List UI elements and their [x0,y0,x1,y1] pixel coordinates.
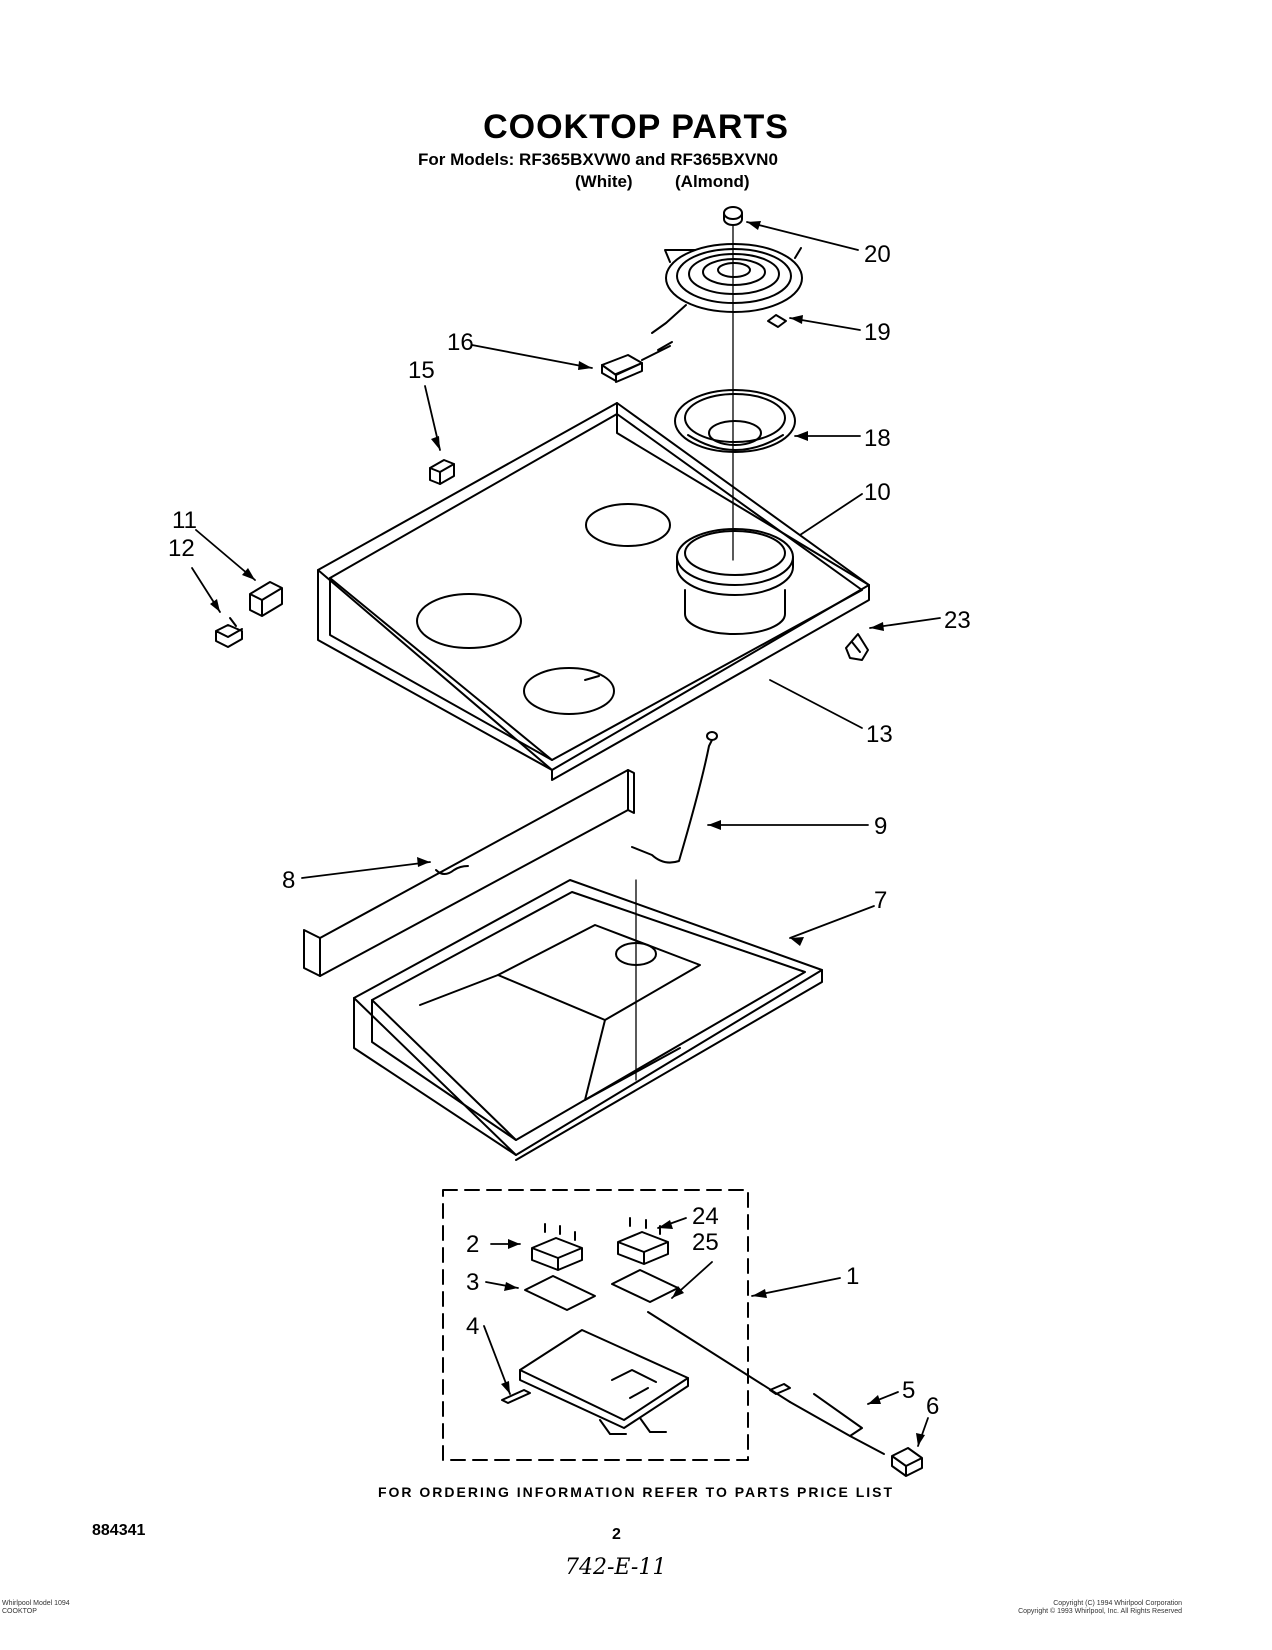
models-line: For Models: RF365BXVW0 and RF365BXVN0 [418,150,778,169]
callout-19: 19 [864,319,891,346]
clip-part-15 [429,459,455,485]
label-part-4 [501,1389,531,1404]
callout-25: 25 [692,1229,719,1256]
callout-11: 11 [172,507,197,534]
handwritten-note: 742-E-11 [565,1555,667,1580]
leader-10 [799,493,863,536]
color-white: (White) [575,172,633,191]
callout-7: 7 [874,887,887,914]
leader-1 [751,1277,841,1297]
callout-20: 20 [864,241,891,268]
document-number: 884341 [92,1522,146,1539]
callout-10: 10 [864,479,891,506]
callout-12: 12 [168,535,195,562]
page-number: 2 [612,1526,621,1543]
callout-24: 24 [692,1203,719,1230]
callout-4: 4 [466,1313,479,1340]
leader-13 [769,679,863,729]
callout-16: 16 [447,329,474,356]
callout-5: 5 [902,1377,915,1404]
hinge-bracket-part-11 [249,581,283,617]
front-bracket-part-8 [303,769,635,977]
insulator-part-25 [611,1269,679,1303]
cooktop-part-13 [317,402,870,781]
switch-kit-box [442,1189,749,1461]
callout-13: 13 [866,721,893,748]
drip-bowl-part-18 [674,389,796,453]
arrowheads [210,221,925,1446]
callout-6: 6 [926,1393,939,1420]
infinite-switch-part-24 [617,1217,669,1265]
support-rod-part-9 [631,731,718,864]
page-title: COOKTOP PARTS [483,108,789,146]
leader-16 [471,344,593,369]
copyright-note: Copyright (C) 1994 Whirlpool Corporation… [1018,1600,1182,1615]
knob-part-20 [723,206,743,226]
bottom-left-note: Whirlpool Model 1094 COOKTOP [2,1600,70,1615]
infinite-switch-part-2 [531,1223,583,1271]
control-bracket-part-1 [519,1329,689,1435]
callout-8: 8 [282,867,295,894]
burner-box-part-7 [353,879,823,1161]
callout-2: 2 [466,1231,479,1258]
callout-15: 15 [408,357,435,384]
leader-8 [301,861,431,879]
terminal-block-part-16 [601,341,673,383]
callout-1: 1 [846,1263,859,1290]
leader-7 [789,905,875,939]
leader-lines [191,221,941,1447]
wire-harness-part-5 [647,1311,885,1455]
color-almond: (Almond) [675,172,750,191]
screw-part-12 [215,617,243,648]
callout-23: 23 [944,607,971,634]
insulator-part-3 [524,1275,596,1311]
trim-ring-part-10 [676,528,794,635]
connector-part-6 [891,1447,923,1477]
callout-3: 3 [466,1269,479,1296]
ordering-info: FOR ORDERING INFORMATION REFER TO PARTS … [377,1484,895,1500]
callout-18: 18 [864,425,891,452]
clip-part-23 [845,633,869,661]
surface-element-part-19 [651,243,803,334]
callout-9: 9 [874,813,887,840]
leader-20 [746,221,859,251]
